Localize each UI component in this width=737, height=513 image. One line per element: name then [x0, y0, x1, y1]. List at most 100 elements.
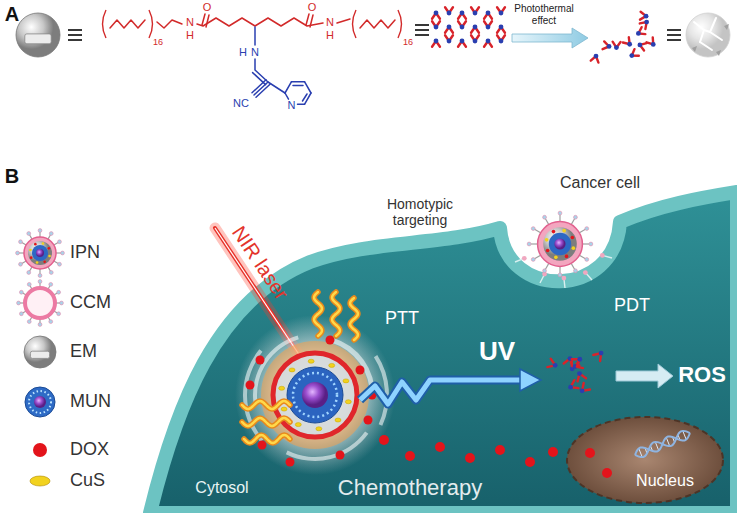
dox-molecule [379, 435, 389, 445]
legend-label: MUN [70, 391, 111, 412]
molecule-structure [305, 93, 312, 104]
membrane-receptor [583, 270, 588, 275]
ipn-icon [61, 251, 65, 255]
molecule-structure [103, 10, 402, 104]
ipn-particle [545, 238, 549, 242]
legend-label: CCM [70, 292, 111, 313]
ipn-disassembling [345, 400, 351, 404]
packed-molecules [473, 39, 478, 44]
em-sphere [25, 34, 51, 44]
scattered-molecules [607, 44, 612, 49]
legend-icons [16, 229, 65, 417]
scattered-molecules [629, 53, 634, 58]
packed-molecules [473, 11, 478, 16]
heat-wave [244, 435, 290, 443]
heat-wave [350, 298, 358, 340]
molecule-structure [255, 59, 285, 93]
packed-molecules [473, 25, 478, 30]
ipn-icon [58, 262, 62, 266]
heat-wave [242, 401, 290, 409]
therapy-label: Chemotherapy [338, 475, 482, 500]
ipn-particle [543, 215, 547, 219]
legend-label: DOX [70, 439, 109, 460]
ccm-icon [38, 280, 42, 284]
ipn-icon [38, 274, 42, 278]
disrupted-sphere [724, 24, 729, 30]
scattered-molecules [627, 42, 632, 47]
ipn-icon [38, 229, 42, 233]
subscript-number: 16 [153, 37, 163, 47]
scattered-molecules [580, 388, 585, 393]
ccm-icon [17, 301, 21, 305]
ipn-particle [549, 233, 571, 255]
scattered-molecules [599, 351, 604, 356]
ipn-icon [42, 242, 45, 245]
molecule-structure [103, 10, 107, 38]
atom-symbol: O [203, 1, 212, 14]
heat-wave [314, 292, 322, 336]
molecule-structure [398, 10, 402, 38]
atom-symbol: NC [233, 97, 249, 110]
packed-molecules [432, 7, 505, 47]
dox-molecule [246, 336, 559, 468]
equivalence-sign [415, 34, 429, 36]
ipn-particle [538, 222, 583, 267]
packed-molecules [447, 11, 452, 16]
packed-molecules [460, 39, 465, 44]
ros-arrow [616, 364, 673, 388]
light-label: UV [479, 337, 515, 367]
subscript-number: 16 [403, 37, 413, 47]
dox-molecule [364, 416, 373, 425]
dox-molecule [336, 451, 345, 460]
packed-molecules [499, 11, 504, 16]
molecule-structure [305, 82, 312, 93]
heat-wave [332, 292, 340, 336]
ipn-disassembling [295, 423, 301, 427]
ccm-icon [57, 290, 61, 294]
em-sphere [16, 13, 60, 57]
equivalence-sign [415, 29, 429, 31]
ipn-icon [58, 240, 62, 244]
heat-wave [242, 418, 290, 426]
molecule-structure [285, 93, 289, 99]
packed-molecules [486, 11, 491, 16]
uv-arrow [360, 369, 541, 404]
ipn-particle [535, 229, 541, 233]
disrupted-sphere [700, 42, 712, 50]
dox-molecule [405, 451, 415, 461]
scattered-molecules [547, 351, 603, 394]
packed-molecules [447, 25, 452, 30]
ipn-icon [48, 255, 51, 258]
ipn-particle [527, 211, 593, 277]
swatch-dot [30, 476, 50, 486]
equivalence-sign [68, 34, 82, 36]
region-label: Cytosol [195, 479, 248, 497]
dox-molecule [585, 448, 595, 458]
disrupted-sphere [710, 18, 722, 40]
em-icon [24, 336, 56, 368]
ipn-icon [24, 237, 56, 269]
panel-letter: B [5, 165, 19, 188]
ccm-icon [57, 312, 61, 316]
ipn-disassembling [281, 407, 287, 411]
ccm-icon [27, 320, 31, 324]
heat-wave [244, 435, 290, 443]
ipn-particle [531, 258, 535, 262]
legend-swatch [26, 440, 54, 460]
ipn-disassembling [316, 427, 322, 431]
ipn-icon [49, 232, 53, 236]
legend-label: EM [70, 341, 97, 362]
scattered-molecules [553, 363, 558, 368]
ipn-particle [554, 256, 558, 260]
legend-label: CuS [70, 470, 105, 491]
em-icon [30, 351, 49, 358]
ipn-particle [543, 227, 577, 261]
equivalence-sign [415, 25, 429, 35]
product-label: ROS [678, 362, 726, 387]
therapy-label: PDT [614, 295, 650, 316]
ipn-particle [571, 236, 575, 240]
disrupted-sphere [704, 30, 710, 32]
ccm-icon [19, 290, 23, 294]
ipn-disassembling [335, 418, 341, 422]
legend-label: IPN [70, 242, 100, 263]
